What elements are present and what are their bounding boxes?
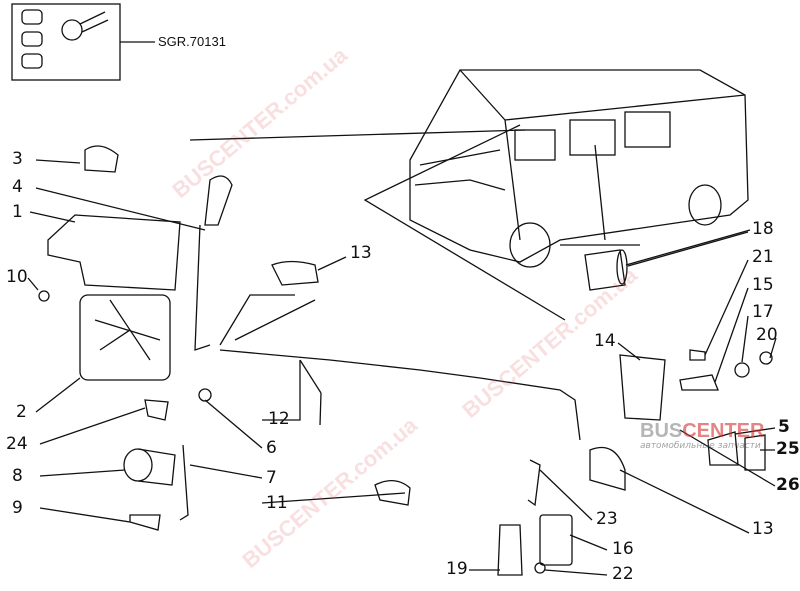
part-label-22: 22: [612, 564, 634, 584]
part-label-18: 18: [752, 219, 774, 239]
reference-code: SGR.70131: [158, 34, 226, 49]
part-2-lock: [79, 294, 171, 381]
buscenter-logo: BUSCENTER автомобильные запчасти: [640, 420, 764, 451]
part-1-handle: [47, 214, 181, 291]
logo-brand-b: CENTER: [682, 420, 765, 442]
part-24: [144, 399, 169, 421]
part-label-13-right: 13: [752, 519, 774, 539]
part-label-19: 19: [446, 559, 468, 579]
logo-brand-a: BUS: [640, 420, 683, 442]
part-label-8: 8: [12, 466, 23, 486]
logo-subtitle: автомобильные запчасти: [640, 441, 761, 451]
part-label-25: 25: [776, 439, 800, 459]
part-label-12: 12: [268, 409, 290, 429]
part-label-11: 11: [266, 493, 288, 513]
part-9: [129, 514, 161, 531]
part-label-26: 26: [776, 475, 800, 495]
part-19: [497, 524, 523, 576]
part-label-23: 23: [596, 509, 618, 529]
part-label-1: 1: [12, 202, 23, 222]
van-illustration: [409, 69, 749, 268]
part-label-9: 9: [12, 498, 23, 518]
part-20: [759, 351, 773, 365]
part-4-handle: [204, 175, 233, 226]
part-label-16: 16: [612, 539, 634, 559]
part-3: [84, 145, 119, 173]
part-label-6: 6: [266, 438, 277, 458]
part-23: [527, 459, 541, 507]
part-label-14: 14: [594, 331, 616, 351]
part-label-13: 13: [350, 243, 372, 263]
part-label-24: 24: [6, 434, 28, 454]
part-13: [271, 260, 319, 286]
part-label-3: 3: [12, 149, 23, 169]
part-5: [707, 431, 739, 466]
part-21: [689, 349, 706, 361]
part-label-2: 2: [16, 402, 27, 422]
part-label-5: 5: [778, 417, 790, 437]
lock-cylinders-illustration: [21, 9, 109, 69]
part-8: [123, 448, 153, 482]
part-25: [744, 434, 766, 471]
part-14: [619, 354, 666, 421]
part-6: [198, 388, 212, 402]
part-label-4: 4: [12, 177, 23, 197]
part-label-7: 7: [266, 468, 277, 488]
part-label-15: 15: [752, 275, 774, 295]
part-17: [734, 362, 750, 378]
part-22: [534, 562, 546, 574]
part-10-screw: [38, 290, 50, 302]
part-18: [584, 249, 626, 291]
part-11: [374, 480, 411, 506]
part-label-21: 21: [752, 247, 774, 267]
part-label-10: 10: [6, 267, 28, 287]
part-16: [539, 514, 573, 566]
part-7-rod: [179, 444, 189, 521]
part-15: [679, 374, 719, 391]
part-label-17: 17: [752, 302, 774, 322]
part-label-20: 20: [756, 325, 778, 345]
part-12-rod: [219, 349, 581, 441]
part-13-right: [589, 446, 626, 491]
